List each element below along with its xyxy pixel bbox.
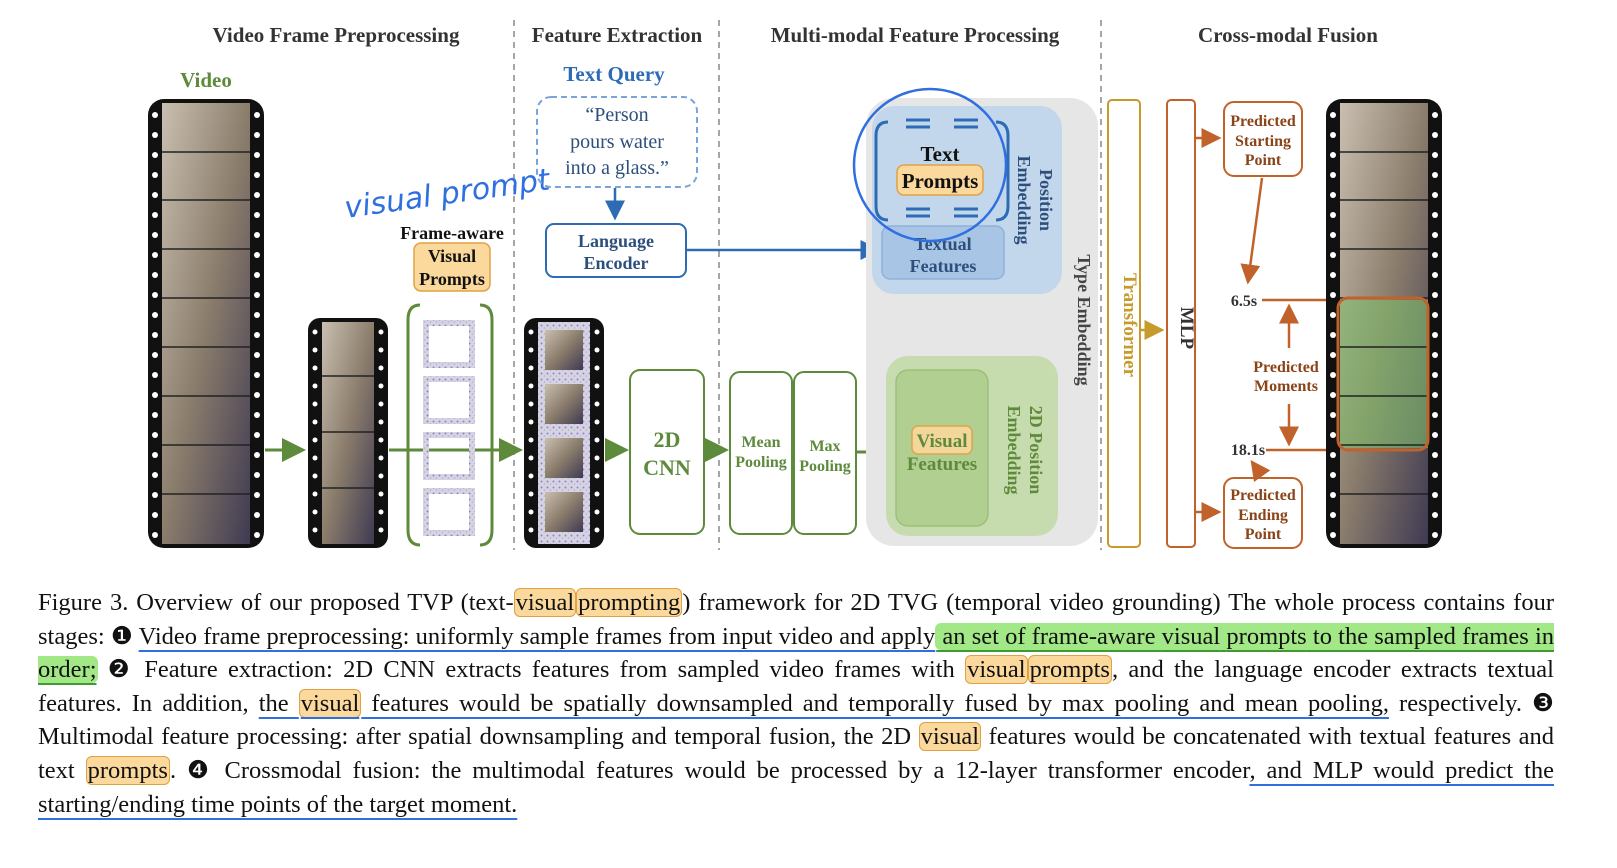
annotation-circle: [852, 87, 1008, 243]
language-encoder-l2: Encoder: [584, 253, 649, 273]
caption-highlight: visual: [298, 688, 362, 718]
sampled-frames-filmstrip: [308, 318, 388, 548]
max-pooling-l1: Max: [809, 438, 840, 455]
caption-part: to the sampled frames in order;: [38, 622, 1555, 684]
caption-part: features would be spatially downsampled …: [361, 689, 1389, 717]
caption-highlight: prompts: [1226, 622, 1307, 650]
predicted-moments-l2: Moments: [1254, 378, 1318, 395]
stage-title-crossmodal: Cross-modal Fusion: [1198, 23, 1378, 47]
max-pooling-l2: Pooling: [799, 458, 851, 475]
predicted-starting-l2: Starting: [1235, 133, 1291, 150]
arrow-start-time: [1240, 177, 1264, 285]
text-query-line3: into a glass.”: [565, 157, 669, 179]
predicted-starting-box: [1223, 101, 1303, 177]
predicted-ending-l2: Ending: [1238, 507, 1288, 524]
predicted-starting-l1: Predicted: [1230, 113, 1296, 130]
figure-caption: Figure 3. Overview of our proposed TVP (…: [38, 586, 1555, 821]
visual-features-highlight: [911, 425, 973, 455]
caption-part: ) framework for 2D TVG (temporal video g…: [38, 589, 1554, 650]
output-video-filmstrip: [1326, 99, 1442, 548]
handwritten-annotation: visual prompt: [342, 162, 553, 226]
text-prompts-bracket: [874, 118, 1010, 222]
caption-highlight: visual: [1161, 622, 1221, 650]
text-prompts-l1: Text: [921, 142, 960, 166]
caption-highlight: visual: [918, 722, 982, 752]
visual-features-l1: Visual: [916, 431, 967, 452]
visual-prompt-frames: [406, 303, 494, 547]
visual-label: Visual: [428, 246, 476, 266]
position-embedding-l1: Position: [1036, 169, 1056, 231]
stage-title-preprocessing: Video Frame Preprocessing: [213, 23, 460, 47]
caption-part: the: [258, 689, 299, 717]
text-query-box: [536, 96, 698, 188]
text-prompts-highlight: [896, 164, 984, 196]
mean-pooling-l2: Pooling: [735, 454, 787, 471]
predicted-moments-l1: Predicted: [1253, 359, 1319, 376]
mlp-box: [1166, 99, 1196, 548]
caption-highlight: prompts: [1027, 655, 1112, 685]
transformer-box: [1107, 99, 1141, 548]
start-time-label: 6.5s: [1231, 293, 1257, 310]
end-time-label: 18.1s: [1231, 442, 1265, 459]
cnn-l2: CNN: [643, 455, 691, 480]
input-video-filmstrip: [148, 99, 264, 548]
caption-underlined: , and MLP would predict the starting/end…: [38, 756, 1554, 818]
text-query-title: Text Query: [563, 62, 665, 86]
position-embedding-l2: Embedding: [1014, 155, 1034, 244]
frame-aware-label: Frame-aware: [400, 223, 504, 243]
visual-prompts-highlight: [413, 242, 491, 292]
prompted-frames-filmstrip: [524, 318, 604, 548]
caption-underlined: the visual features would be spatially d…: [258, 688, 1389, 718]
caption-part: features would be concatenated with text…: [38, 723, 1554, 784]
caption-highlight: prompting: [576, 588, 683, 617]
type-embedding-label: Type Embedding: [1074, 254, 1094, 385]
framework-figure: Video Frame Preprocessing Feature Extrac…: [148, 20, 1442, 550]
visual-features-l2: Features: [907, 454, 977, 475]
caption-part: an set of frame-aware: [936, 622, 1162, 650]
max-pooling-box: [793, 371, 857, 535]
cnn-box: [629, 369, 705, 535]
transformer-label: Transformer: [1119, 273, 1140, 378]
caption-part: . ❹ Crossmodal fusion: the multimodal fe…: [169, 756, 1250, 784]
mean-pooling-box: [729, 371, 793, 535]
caption-underlined: Video frame preprocessing: uniformly sam…: [138, 622, 936, 650]
pos2d-embedding-l1: 2D Position: [1026, 406, 1046, 495]
caption-part: respectively. ❸ Multimodal feature proce…: [38, 689, 1554, 751]
caption-highlight: visual: [965, 655, 1028, 685]
prompts-label: Prompts: [419, 269, 485, 289]
stage-title-feature-extraction: Feature Extraction: [532, 23, 703, 47]
predicted-ending-l1: Predicted: [1230, 487, 1296, 504]
video-label: Video: [180, 68, 232, 92]
stage-title-multimodal: Multi-modal Feature Processing: [771, 23, 1060, 47]
text-query-line2: pours water: [570, 131, 664, 153]
cnn-l1: 2D: [654, 427, 681, 452]
text-query-line1: “Person: [585, 104, 648, 126]
arrow-end-time: [1250, 459, 1271, 483]
mean-pooling-l1: Mean: [741, 434, 780, 451]
textual-features-l2: Features: [910, 256, 977, 276]
predicted-starting-l3: Point: [1245, 152, 1282, 169]
caption-part: ❷ Feature extraction: 2D CNN extracts fe…: [97, 656, 966, 684]
text-prompts-l2: Prompts: [902, 169, 979, 193]
caption-part: , and the language encoder extracts text…: [38, 656, 1554, 717]
predicted-ending-l3: Point: [1245, 526, 1282, 543]
language-encoder-l1: Language: [578, 231, 654, 251]
caption-highlight: prompts: [85, 755, 170, 785]
pos2d-embedding-l2: Embedding: [1004, 405, 1024, 494]
mlp-label: MLP: [1176, 307, 1197, 350]
caption-part: Figure 3. Overview of our proposed TVP (…: [38, 589, 514, 616]
caption-highlight: visual: [513, 588, 577, 617]
textual-features-l1: Textual: [914, 234, 971, 254]
